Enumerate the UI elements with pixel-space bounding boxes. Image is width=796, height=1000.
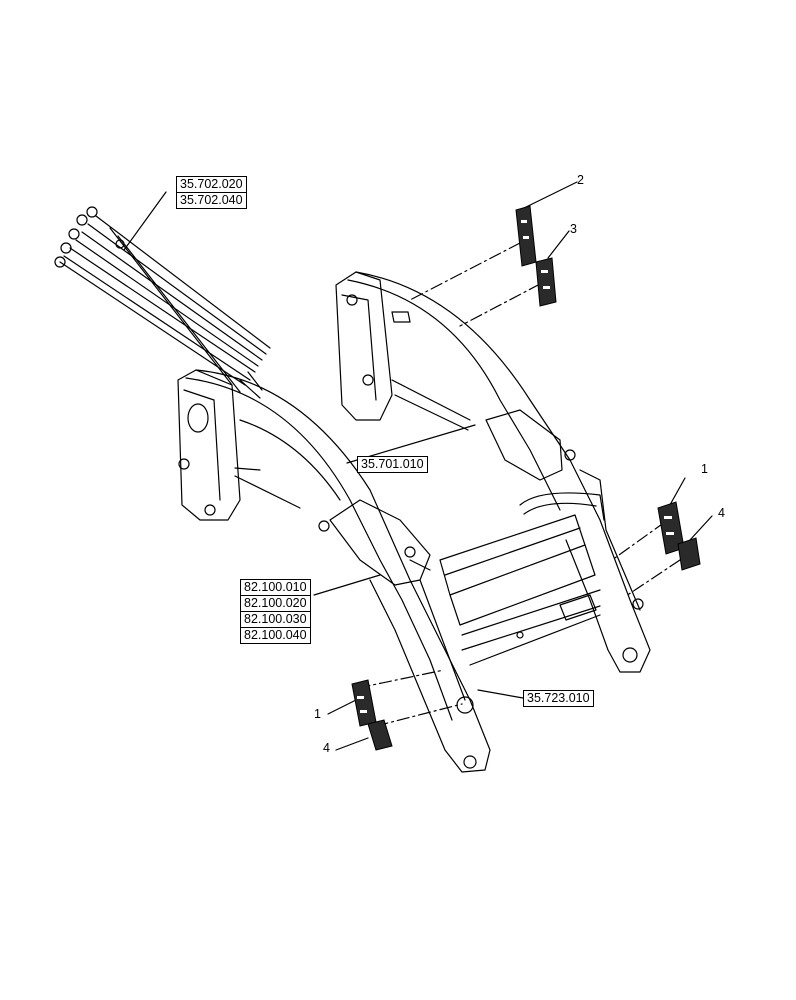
callout-4-left: 4	[323, 741, 330, 755]
callout-4-right: 4	[718, 506, 725, 520]
hose-reference-box[interactable]: 35.702.020 35.702.040	[176, 176, 247, 209]
decal-4-right	[677, 537, 701, 571]
cylinder-reference-box[interactable]: 35.723.010	[523, 690, 594, 707]
ref-82-100-040[interactable]: 82.100.040	[241, 627, 310, 643]
left-loader-arm	[177, 369, 491, 773]
decal-1-left	[351, 679, 377, 727]
ref-82-100-030[interactable]: 82.100.030	[241, 611, 310, 627]
right-loader-arm	[335, 271, 651, 673]
callout-3-top: 3	[570, 222, 577, 236]
projection-lines	[357, 242, 681, 727]
ref-35-702-040[interactable]: 35.702.040	[177, 192, 246, 208]
callout-2-top: 2	[577, 173, 584, 187]
ref-35-723-010[interactable]: 35.723.010	[527, 691, 590, 705]
decal-group-reference-box[interactable]: 82.100.010 82.100.020 82.100.030 82.100.…	[240, 579, 311, 644]
ref-35-701-010[interactable]: 35.701.010	[361, 457, 424, 471]
valve-reference-box[interactable]: 35.701.010	[357, 456, 428, 473]
hydraulic-hoses	[54, 206, 271, 399]
ref-82-100-010[interactable]: 82.100.010	[244, 580, 307, 594]
decal-4-left	[367, 719, 393, 751]
decal-3	[535, 257, 557, 307]
callout-1-right: 1	[701, 462, 708, 476]
cross-tube	[439, 492, 605, 666]
ref-35-702-020[interactable]: 35.702.020	[180, 177, 243, 191]
callout-1-left: 1	[314, 707, 321, 721]
decal-parts	[351, 205, 701, 751]
ref-82-100-020[interactable]: 82.100.020	[241, 595, 310, 611]
